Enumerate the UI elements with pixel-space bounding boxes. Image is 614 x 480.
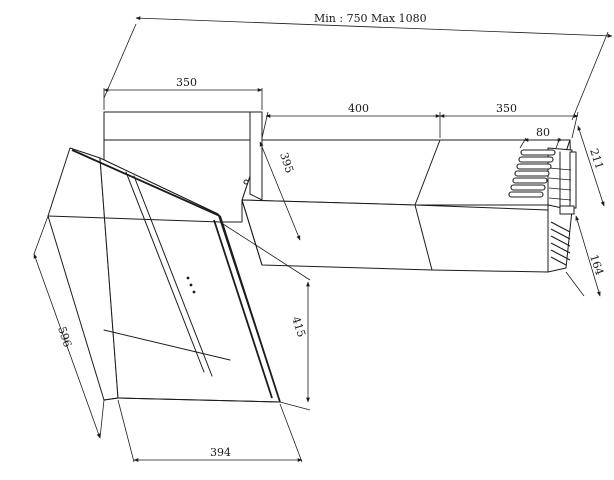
glass-height-label: 415 <box>289 315 308 339</box>
dimension-duct-lengths: 400 350 <box>261 102 579 139</box>
dimension-chimney-height: 395 <box>259 141 301 241</box>
duct-outlet-vent <box>547 147 577 215</box>
chimney-box <box>103 111 263 223</box>
vent-width-label: 80 <box>536 126 550 139</box>
hood-depth-label: 394 <box>210 446 231 459</box>
end-height-top-label: 211 <box>587 147 606 171</box>
overall-width-label: Min : 750 Max 1080 <box>314 12 427 25</box>
bottom-vent-slots <box>550 221 571 266</box>
chimney-depth-label: 350 <box>176 76 197 89</box>
dimension-glass-height: 415 <box>219 221 311 411</box>
dimension-hood-depth: 394 <box>117 399 303 463</box>
duct-segment-label: 400 <box>348 102 369 115</box>
dimension-overall-width: Min : 750 Max 1080 <box>103 12 613 121</box>
dimension-end-height-top: 211 <box>577 125 606 207</box>
end-height-bottom-label: 164 <box>587 253 606 277</box>
dimension-end-height-bottom: 164 <box>565 215 606 297</box>
chimney-height-label: 395 <box>277 151 296 175</box>
hood-height-label: 596 <box>55 325 74 349</box>
top-vent-slots <box>508 149 556 198</box>
duct-end-label: 350 <box>496 102 517 115</box>
dimension-hood-height: 596 <box>33 215 105 439</box>
dimension-chimney-depth: 350 <box>103 76 263 110</box>
dimension-vent-width: 80 <box>519 126 563 149</box>
